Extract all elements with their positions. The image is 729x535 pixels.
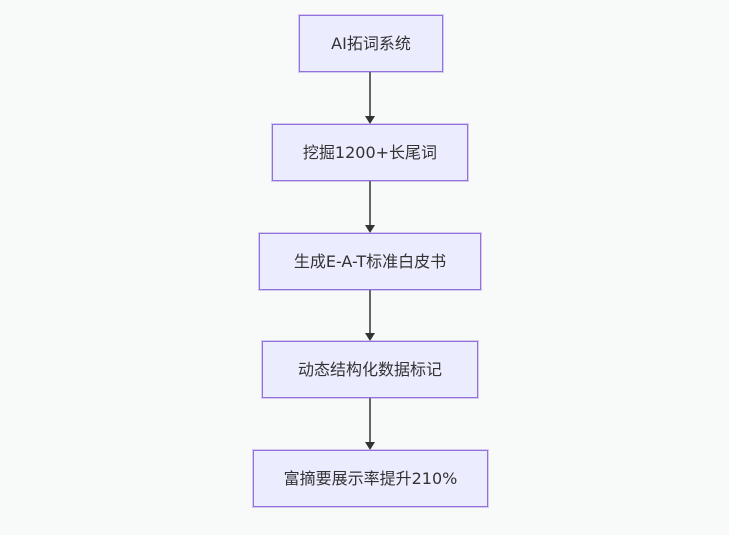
flow-edge-2-3	[364, 181, 376, 233]
arrowhead-down-icon	[365, 442, 375, 450]
edge-line	[369, 72, 371, 116]
arrowhead-down-icon	[365, 116, 375, 124]
arrowhead-down-icon	[365, 225, 375, 233]
flow-node-label: 动态结构化数据标记	[297, 359, 442, 379]
flow-node-longtail-mining: 挖掘1200+长尾词	[272, 124, 468, 181]
flow-node-structured-data-markup: 动态结构化数据标记	[262, 341, 478, 398]
flow-node-label: 富摘要展示率提升210%	[283, 468, 458, 488]
arrowhead-down-icon	[365, 333, 375, 341]
edge-line	[369, 181, 371, 225]
flow-node-label: 挖掘1200+长尾词	[302, 142, 438, 162]
flow-node-ai-keyword-system: AI拓词系统	[299, 15, 443, 72]
edge-line	[369, 398, 371, 442]
flow-node-label: 生成E-A-T标准白皮书	[293, 251, 447, 271]
flow-node-eat-whitepaper: 生成E-A-T标准白皮书	[259, 233, 481, 290]
flow-node-rich-snippet-result: 富摘要展示率提升210%	[253, 450, 488, 507]
flow-edge-4-5	[364, 398, 376, 450]
flow-edge-1-2	[364, 72, 376, 124]
flow-node-label: AI拓词系统	[331, 33, 411, 53]
edge-line	[369, 290, 371, 333]
flow-edge-3-4	[364, 290, 376, 341]
